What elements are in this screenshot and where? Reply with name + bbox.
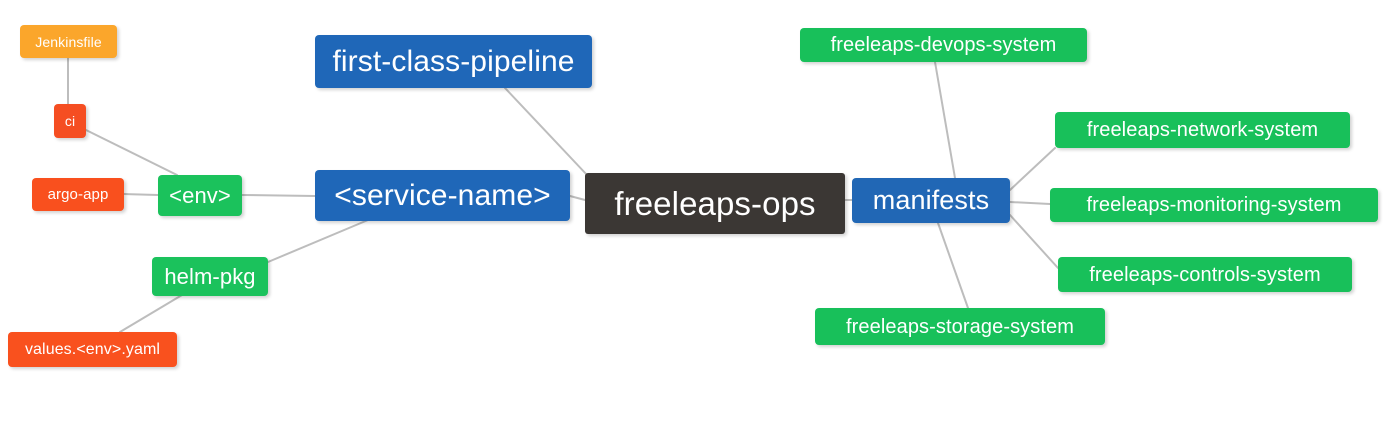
edge-manifests-controls-system (1009, 214, 1059, 269)
edge-manifests-network-system (1009, 147, 1056, 191)
node-first-class-pipeline[interactable]: first-class-pipeline (315, 35, 592, 88)
node-freeleaps-network-system[interactable]: freeleaps-network-system (1055, 112, 1350, 148)
node-values-yaml[interactable]: values.<env>.yaml (8, 332, 177, 367)
edge-manifests-storage-system (937, 222, 969, 309)
node-helm-pkg[interactable]: helm-pkg (152, 257, 268, 296)
edge-env-ci (85, 129, 178, 176)
node-jenkinsfile[interactable]: Jenkinsfile (20, 25, 117, 58)
edge-root-first-class-pipeline (504, 87, 589, 177)
node-argo-app[interactable]: argo-app (32, 178, 124, 211)
node-root-freeleaps-ops[interactable]: freeleaps-ops (585, 173, 845, 234)
edge-service-name-helm-pkg (267, 219, 369, 263)
node-service-name[interactable]: <service-name> (315, 170, 570, 221)
node-freeleaps-storage-system[interactable]: freeleaps-storage-system (815, 308, 1105, 345)
node-freeleaps-devops-system[interactable]: freeleaps-devops-system (800, 28, 1087, 62)
edge-root-service-name (569, 195, 586, 201)
edge-manifests-monitoring-system (1009, 201, 1051, 205)
node-freeleaps-controls-system[interactable]: freeleaps-controls-system (1058, 257, 1352, 292)
edge-manifests-devops-system (934, 61, 956, 179)
edge-env-argo-app (123, 193, 159, 196)
node-env[interactable]: <env> (158, 175, 242, 216)
edge-service-name-env (241, 194, 316, 197)
edge-helm-pkg-values-yaml (119, 294, 183, 333)
node-freeleaps-monitoring-system[interactable]: freeleaps-monitoring-system (1050, 188, 1378, 222)
node-ci[interactable]: ci (54, 104, 86, 138)
node-manifests[interactable]: manifests (852, 178, 1010, 223)
